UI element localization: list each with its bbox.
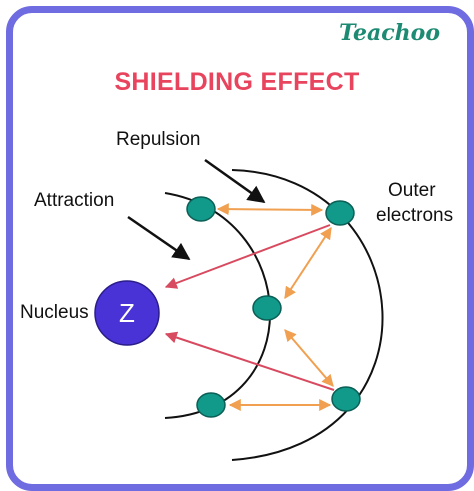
electron-inner-bottom: [196, 392, 226, 418]
electron-inner-middle: [252, 295, 282, 321]
repulsion-arrow-upper-diagonal: [284, 226, 332, 300]
nucleus-circle: [94, 280, 160, 346]
attraction-label: Attraction: [34, 190, 115, 211]
attraction-arrow-lower: [164, 331, 335, 391]
frame-border: [6, 6, 474, 491]
repulsion-label: Repulsion: [116, 129, 201, 150]
nucleus-label: Nucleus: [20, 302, 89, 323]
brand-logo: Teachoo: [339, 20, 440, 46]
outer-electrons-label-line2: electrons: [376, 205, 454, 226]
repulsion-pointer-arrow: [204, 158, 266, 204]
outer-electrons-label-line1: Outer: [388, 180, 436, 201]
electron-outer-bottom: [331, 386, 361, 412]
diagram-title: SHIELDING EFFECT: [114, 68, 360, 96]
electron-outer-top: [325, 200, 355, 226]
repulsion-arrow-lower-diagonal: [284, 329, 334, 387]
electron-inner-top: [186, 196, 216, 222]
repulsion-arrow-top: [216, 203, 324, 216]
attraction-pointer-arrow: [127, 215, 191, 261]
nucleus-symbol: Z: [119, 298, 135, 328]
outer-shell-arc: [231, 169, 384, 461]
attraction-arrow-upper: [164, 224, 331, 289]
